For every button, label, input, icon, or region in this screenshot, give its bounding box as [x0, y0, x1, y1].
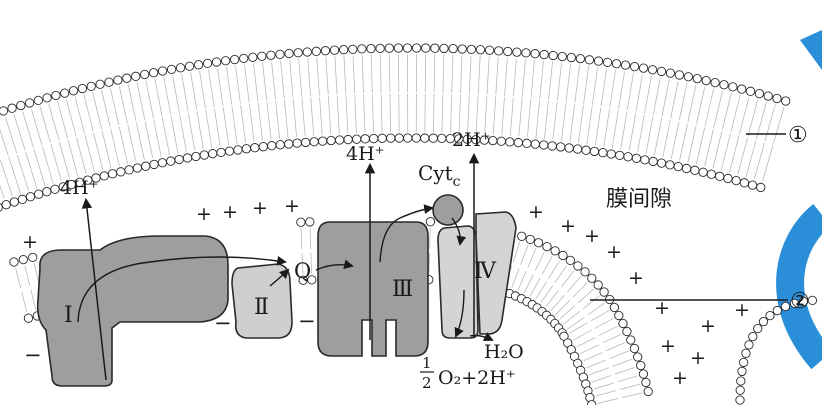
positive-charge-sign: +: [660, 335, 676, 357]
intermembrane-space-label: 膜间隙: [606, 187, 672, 212]
cytochrome-c: [433, 195, 463, 225]
complex-1-label: Ⅰ: [64, 303, 73, 328]
positive-charge-sign: +: [654, 297, 670, 319]
cytochrome-c-subscript: c: [453, 174, 461, 190]
positive-charge-sign: +: [528, 201, 544, 223]
negative-charge-sign: −: [298, 309, 316, 333]
positive-charge-sign: +: [22, 231, 38, 253]
outer-membrane-marker: ①: [788, 123, 808, 148]
negative-charge-sign: −: [24, 343, 42, 367]
cytochrome-c-label: Cytc: [418, 161, 461, 190]
positive-charge-sign: +: [690, 347, 706, 369]
positive-charge-sign: +: [284, 195, 300, 217]
watermark-arc: [790, 215, 822, 360]
oxygen-fraction-numerator: 1: [422, 354, 432, 372]
proton-label-1: 4H⁺: [60, 177, 99, 199]
positive-charge-sign: +: [700, 315, 716, 337]
complex-4-left: [438, 226, 478, 338]
oxygen-fraction-denominator: 2: [422, 374, 432, 392]
positive-charge-sign: +: [196, 203, 212, 225]
complex-3-label: Ⅲ: [392, 277, 413, 302]
positive-charge-sign: +: [252, 197, 268, 219]
positive-charge-sign: +: [606, 241, 622, 263]
positive-charge-sign: +: [222, 201, 238, 223]
proton-label-4: 2H⁺: [452, 129, 491, 151]
oxygen-label: O₂+2H⁺: [438, 367, 516, 389]
complex-2-label: Ⅱ: [254, 295, 269, 320]
ubiquinone-label: Q: [294, 259, 311, 283]
positive-charge-sign: +: [628, 267, 644, 289]
positive-charge-sign: +: [584, 225, 600, 247]
inner-membrane-marker: ②: [790, 289, 810, 314]
negative-charge-sign: −: [214, 311, 232, 335]
watermark-arc-tip: [800, 30, 822, 70]
positive-charge-sign: +: [672, 367, 688, 389]
water-label: H₂O: [484, 341, 524, 363]
proton-label-3: 4H⁺: [346, 143, 385, 165]
positive-charge-sign: +: [734, 299, 750, 321]
complex-4-label: Ⅳ: [474, 259, 497, 284]
positive-charge-sign: +: [560, 215, 576, 237]
